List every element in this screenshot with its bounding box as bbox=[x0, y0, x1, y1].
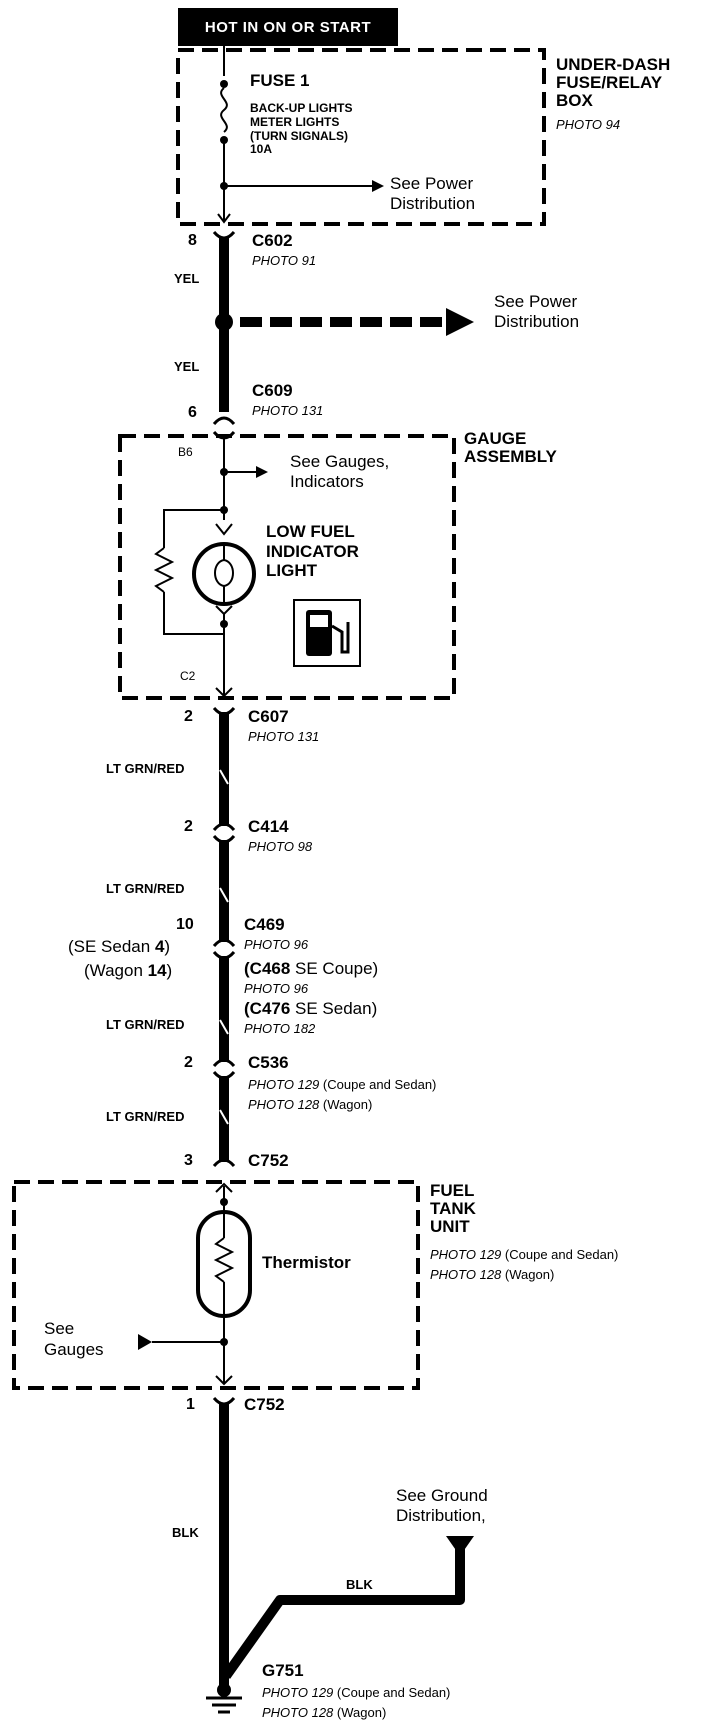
wire-color-ltgrn-1: LT GRN/RED bbox=[106, 761, 185, 776]
arrow-right-icon bbox=[446, 308, 474, 336]
arrow-left-icon bbox=[138, 1334, 152, 1350]
c469-pin: 10 bbox=[176, 916, 194, 933]
wire-color-blk-2: BLK bbox=[346, 1577, 373, 1592]
fuel-tank-photo-2: PHOTO 128 (Wagon) bbox=[430, 1267, 555, 1282]
ground-icon bbox=[206, 1696, 242, 1714]
c468-photo: PHOTO 96 bbox=[244, 981, 309, 996]
fuel-tank-border bbox=[12, 1180, 420, 1390]
c469-name: C469 bbox=[244, 915, 285, 934]
c752-bottom-name: C752 bbox=[244, 1395, 285, 1414]
fuel-tank-photo-1: PHOTO 129 (Coupe and Sedan) bbox=[430, 1247, 619, 1262]
c414-name: C414 bbox=[248, 817, 289, 836]
arrow-up-icon bbox=[446, 1536, 474, 1556]
c607-pin: 2 bbox=[184, 708, 193, 725]
c469-alt-pin-se-sedan: (SE Sedan 4) bbox=[68, 937, 171, 956]
fuse-symbol bbox=[220, 87, 228, 133]
c602-connector-symbol bbox=[212, 230, 236, 240]
c469-photo: PHOTO 96 bbox=[244, 937, 309, 952]
c536-photo-2: PHOTO 128 (Wagon) bbox=[248, 1097, 373, 1112]
g751-name: G751 bbox=[262, 1661, 304, 1680]
c476-label: (C476 SE Sedan) bbox=[244, 999, 378, 1018]
wire-color-ltgrn-4: LT GRN/RED bbox=[106, 1109, 185, 1124]
resistor-symbol bbox=[153, 547, 175, 593]
c469-alt-pin-wagon: (Wagon 14) bbox=[84, 961, 173, 980]
c752-top-name: C752 bbox=[248, 1151, 289, 1170]
gauge-assembly-border bbox=[118, 434, 456, 700]
fuse-name: FUSE 1 bbox=[250, 71, 310, 90]
c414-photo: PHOTO 98 bbox=[248, 839, 313, 854]
c536-pin: 2 bbox=[184, 1054, 193, 1071]
arrow-right-icon bbox=[372, 180, 384, 192]
thermistor-label: Thermistor bbox=[262, 1253, 351, 1272]
c607-photo: PHOTO 131 bbox=[248, 729, 320, 744]
c536-name: C536 bbox=[248, 1053, 289, 1072]
gauge-pin-b6: B6 bbox=[178, 445, 193, 459]
fuse-box-border bbox=[176, 48, 546, 226]
g751-photo-2: PHOTO 128 (Wagon) bbox=[262, 1705, 387, 1720]
c609-name: C609 bbox=[252, 381, 293, 400]
see-ground-distribution: See Ground Distribution, bbox=[396, 1486, 488, 1525]
c602-pin: 8 bbox=[188, 232, 197, 249]
gauge-pin-c2: C2 bbox=[180, 669, 196, 683]
fuel-tank-see-gauges: See Gauges bbox=[44, 1319, 104, 1360]
splice-point bbox=[215, 313, 233, 331]
c752-bottom-pin: 1 bbox=[186, 1396, 195, 1413]
c752-top-pin: 3 bbox=[184, 1152, 193, 1169]
wire-color-ltgrn-2: LT GRN/RED bbox=[106, 881, 185, 896]
c476-photo: PHOTO 182 bbox=[244, 1021, 316, 1036]
splice-see-power: See Power Distribution bbox=[494, 292, 580, 331]
fuse-description: BACK-UP LIGHTS METER LIGHTS (TURN SIGNAL… bbox=[250, 101, 353, 157]
g751-photo-1: PHOTO 129 (Coupe and Sedan) bbox=[262, 1685, 451, 1700]
wire-color-blk-1: BLK bbox=[172, 1525, 199, 1540]
gauge-assembly-title: GAUGE ASSEMBLY bbox=[464, 429, 557, 466]
c414-pin: 2 bbox=[184, 818, 193, 835]
arrow-right-icon bbox=[256, 466, 268, 478]
blk-branch-wire bbox=[221, 1548, 465, 1679]
c609-pin: 6 bbox=[188, 404, 197, 421]
wire-color-yel-1: YEL bbox=[174, 271, 200, 286]
fuel-pump-icon bbox=[293, 599, 361, 667]
fuse-box-photo: PHOTO 94 bbox=[556, 117, 621, 132]
low-fuel-light-label: LOW FUEL INDICATOR LIGHT bbox=[266, 522, 359, 581]
c468-label: (C468 SE Coupe) bbox=[244, 959, 379, 978]
bulb-symbol bbox=[192, 542, 256, 606]
c602-name: C602 bbox=[252, 231, 293, 250]
gauge-see-gauges: See Gauges, Indicators bbox=[290, 452, 390, 491]
c607-name: C607 bbox=[248, 707, 289, 726]
fuse-box-see-power: See Power Distribution bbox=[390, 174, 476, 213]
fuel-tank-title: FUEL TANK UNIT bbox=[430, 1181, 476, 1236]
c609-photo: PHOTO 131 bbox=[252, 403, 324, 418]
wire-color-ltgrn-3: LT GRN/RED bbox=[106, 1017, 185, 1032]
c602-photo: PHOTO 91 bbox=[252, 253, 317, 268]
fuse-box-title: UNDER-DASH FUSE/RELAY BOX bbox=[556, 55, 671, 110]
wire-color-yel-2: YEL bbox=[174, 359, 200, 374]
c536-photo-1: PHOTO 129 (Coupe and Sedan) bbox=[248, 1077, 437, 1092]
power-source-label: HOT IN ON OR START bbox=[178, 8, 398, 46]
